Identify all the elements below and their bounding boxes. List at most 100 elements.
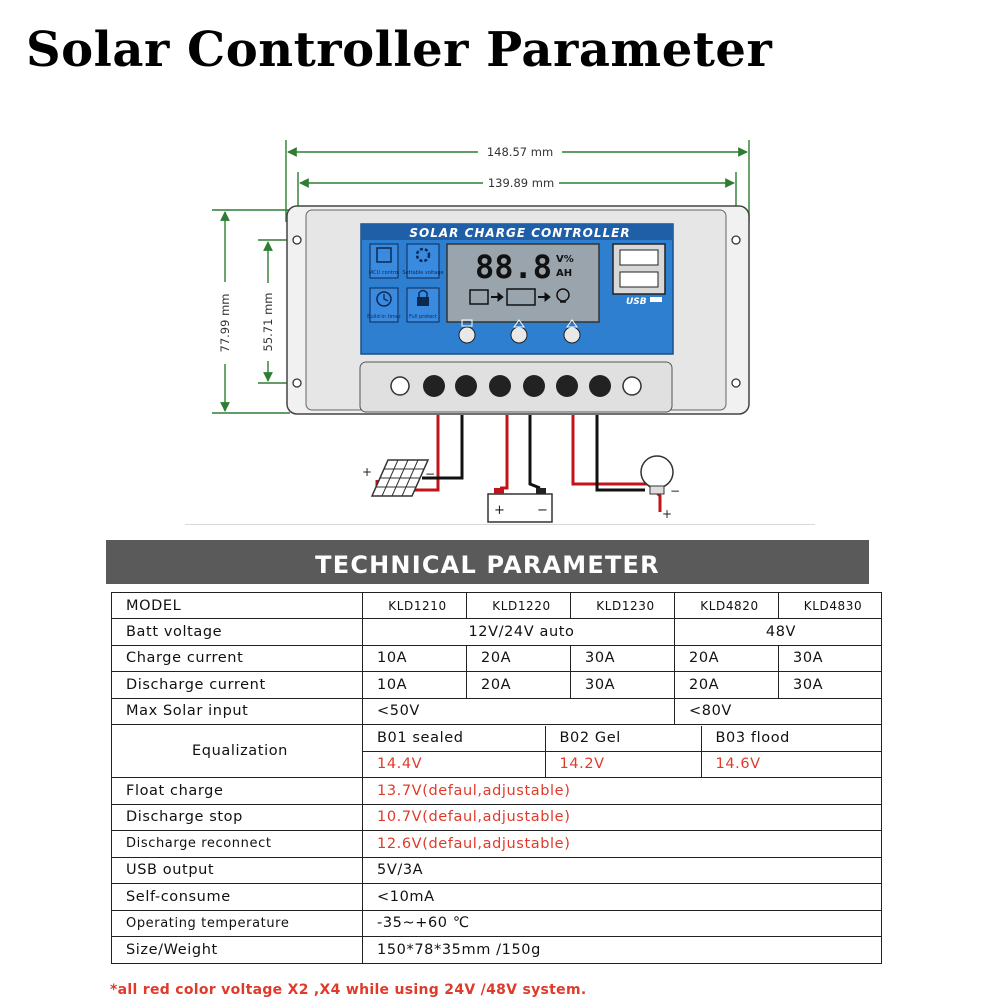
dimension-outer-width: 148.57 mm xyxy=(487,145,553,159)
table-row: Discharge stop 10.7V(defaul,adjustable) xyxy=(111,803,882,831)
battery-plus-sign: + xyxy=(494,503,505,518)
model-cell: KLD1210 xyxy=(362,592,467,619)
footnote: *all red color voltage X2 ,X4 while usin… xyxy=(110,982,587,998)
menu-button[interactable] xyxy=(458,326,476,344)
row-label-discharge-reconnect: Discharge reconnect xyxy=(111,830,363,858)
down-button[interactable] xyxy=(563,326,581,344)
usb-label: USB xyxy=(626,297,647,307)
mount-hole-icon xyxy=(292,378,302,388)
feature-label-settable: Settable voltage xyxy=(402,270,443,276)
terminal-strip xyxy=(359,361,673,413)
table-row: Float charge 13.7V(defaul,adjustable) xyxy=(111,777,882,805)
row-label-max-solar-input: Max Solar input xyxy=(111,697,363,725)
equalization-type: B03 flood xyxy=(701,725,881,752)
equalization-type: B02 Gel xyxy=(545,725,702,752)
controller-diagram: 148.57 mm 139.89 mm 77.99 mm 55.71 mm SO… xyxy=(212,140,750,523)
separator-line xyxy=(185,524,815,525)
wire-battery-minus xyxy=(528,415,541,490)
table-row: Equalization B01 sealed B02 Gel B03 floo… xyxy=(111,724,882,778)
row-label-equalization: Equalization xyxy=(111,724,363,778)
battery-icon xyxy=(506,288,536,306)
terminal-load-plus xyxy=(556,375,578,397)
model-cell: KLD4820 xyxy=(674,592,779,619)
section-heading: TECHNICAL PARAMETER xyxy=(106,540,869,584)
wire-battery-plus xyxy=(500,415,509,490)
discharge-current-cell: 20A xyxy=(466,671,571,699)
row-label-float-charge: Float charge xyxy=(111,777,363,805)
table-row: Charge current 10A 20A 30A 20A 30A xyxy=(111,644,882,672)
equalization-value: 14.4V xyxy=(363,751,546,777)
table-row: USB output 5V/3A xyxy=(111,856,882,884)
usb-port xyxy=(619,249,659,266)
load-plus-sign: + xyxy=(662,507,672,521)
mount-hole-icon xyxy=(292,235,302,245)
batt-voltage-12-24: 12V/24V auto xyxy=(362,618,675,646)
equalization-type: B01 sealed xyxy=(363,725,546,752)
terminal-battery-plus xyxy=(489,375,511,397)
table-row: Discharge reconnect 12.6V(defaul,adjusta… xyxy=(111,830,882,858)
technical-parameter-table: MODEL KLD1210 KLD1220 KLD1230 KLD4820 KL… xyxy=(111,592,882,964)
battery-icon: + − xyxy=(487,488,553,523)
wire-solar-minus xyxy=(422,415,464,480)
max-solar-12-24: <50V xyxy=(362,697,675,725)
feature-label-protect: Full protect xyxy=(409,314,437,320)
lcd-unit-bottom: AH xyxy=(556,268,572,279)
max-solar-48: <80V xyxy=(674,697,882,725)
model-cell: KLD1230 xyxy=(570,592,675,619)
mount-hole-icon xyxy=(731,378,741,388)
batt-voltage-48: 48V xyxy=(674,618,882,646)
table-row: Size/Weight 150*78*35mm /150g xyxy=(111,936,882,964)
usb-port xyxy=(619,271,659,288)
terminal-battery-minus xyxy=(523,375,545,397)
row-label-discharge-stop: Discharge stop xyxy=(111,803,363,831)
equalization-value: 14.6V xyxy=(715,756,761,772)
screw-icon xyxy=(622,376,642,396)
discharge-current-cell: 10A xyxy=(362,671,467,699)
lcd-display xyxy=(446,243,600,323)
screw-icon xyxy=(390,376,410,396)
equalization-value: 14.2V xyxy=(545,751,702,777)
discharge-current-cell: 30A xyxy=(778,671,882,699)
mount-hole-icon xyxy=(731,235,741,245)
solar-plus-sign: + xyxy=(362,465,372,479)
dimension-inner-width: 139.89 mm xyxy=(488,176,554,190)
charge-current-cell: 30A xyxy=(570,644,675,672)
panel-title: SOLAR CHARGE CONTROLLER xyxy=(409,226,630,240)
feature-label-timer: Build-in timer xyxy=(367,314,402,320)
terminal-load-minus xyxy=(589,375,611,397)
dimension-inner-height: 55.71 mm xyxy=(261,293,275,352)
table-row: Operating temperature -35~+60 ℃ xyxy=(111,909,882,937)
operating-temperature-value: -35~+60 ℃ xyxy=(362,909,882,937)
discharge-stop-value: 10.7V(defaul,adjustable) xyxy=(362,803,882,831)
mcu-control-icon xyxy=(369,243,399,279)
discharge-current-cell: 20A xyxy=(674,671,779,699)
size-weight-value: 150*78*35mm /150g xyxy=(362,936,882,964)
charge-current-cell: 20A xyxy=(466,644,571,672)
table-row: Batt voltage 12V/24V auto 48V xyxy=(111,618,882,646)
lcd-unit-top: V% xyxy=(556,254,574,265)
feature-label-mcu: MCU control xyxy=(369,270,399,276)
charge-current-cell: 20A xyxy=(674,644,779,672)
solar-panel-icon: + − xyxy=(362,459,435,497)
row-label-discharge-current: Discharge current xyxy=(111,671,363,699)
equalization-cell: B01 sealed B02 Gel B03 flood 14.4V 14.2V… xyxy=(362,724,882,778)
table-row: Max Solar input <50V <80V xyxy=(111,697,882,725)
table-row: MODEL KLD1210 KLD1220 KLD1230 KLD4820 KL… xyxy=(111,592,882,619)
wire-load-minus xyxy=(595,415,645,492)
row-label-operating-temperature: Operating temperature xyxy=(111,909,363,937)
page-title: Solar Controller Parameter xyxy=(26,22,773,78)
self-consume-value: <10mA xyxy=(362,883,882,911)
row-label-batt-voltage: Batt voltage xyxy=(111,618,363,646)
discharge-current-cell: 30A xyxy=(570,671,675,699)
discharge-reconnect-value: 12.6V(defaul,adjustable) xyxy=(362,830,882,858)
table-row: Discharge current 10A 20A 30A 20A 30A xyxy=(111,671,882,699)
row-label-usb-output: USB output xyxy=(111,856,363,884)
charge-current-cell: 10A xyxy=(362,644,467,672)
dimension-outer-height: 77.99 mm xyxy=(218,294,232,353)
terminal-solar-minus xyxy=(455,375,477,397)
up-button[interactable] xyxy=(510,326,528,344)
light-bulb-icon: + − xyxy=(640,455,680,521)
model-cell: KLD4830 xyxy=(778,592,882,619)
timer-icon xyxy=(369,287,399,323)
table-row: Self-consume <10mA xyxy=(111,883,882,911)
